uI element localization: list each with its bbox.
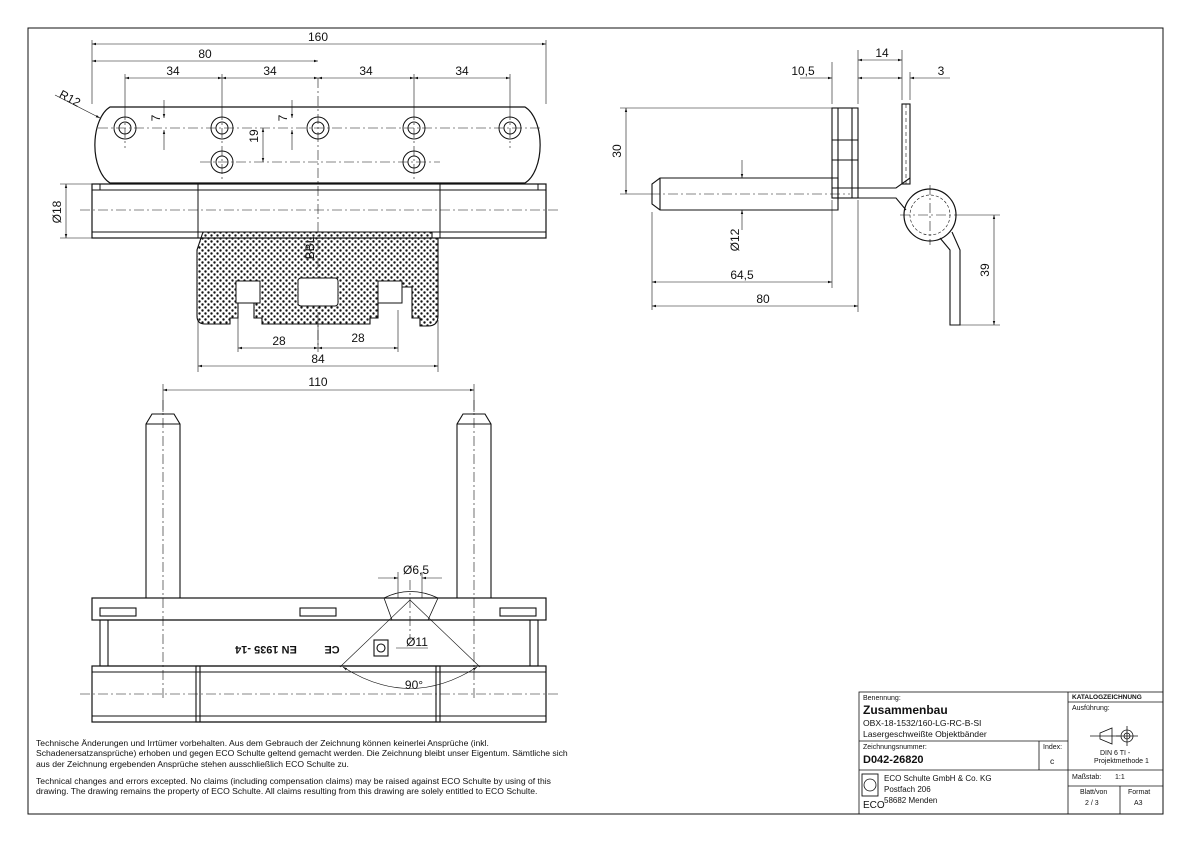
front-view-dimension-labels: 110 Ø6,5 Ø11 90° EN 1935 -14 CE xyxy=(234,375,429,692)
dim-dia-18: Ø18 xyxy=(50,200,64,223)
dim-10-5: 10,5 xyxy=(791,64,815,78)
dim-r12: R12 xyxy=(57,87,83,110)
index-label: Index: xyxy=(1043,744,1063,751)
dim-3: 3 xyxy=(938,64,945,78)
side-view xyxy=(650,103,961,326)
disclaimer-german-text: Technische Änderungen und Irrtümer vorbe… xyxy=(36,738,568,769)
format-label: Format xyxy=(1128,789,1151,796)
dim-80-side: 80 xyxy=(756,292,770,306)
drawing-number: D042-26820 xyxy=(863,754,924,766)
ausfuehrung-label: Ausführung: xyxy=(1072,705,1110,712)
disclaimer-english: Technical changes and errors excepted. N… xyxy=(36,776,576,797)
zeichnungsnummer-label: Zeichnungsnummer: xyxy=(863,744,927,751)
massstab-label: Maßstab: xyxy=(1072,774,1102,781)
disclaimer-english-text: Technical changes and errors excepted. N… xyxy=(36,776,551,797)
benennung-label: Benennung: xyxy=(863,695,901,702)
projection-text-2: Projektmethode 1 xyxy=(1094,758,1149,765)
marking-symbol-icon xyxy=(373,639,389,657)
massstab-value: 1:1 xyxy=(1115,774,1125,781)
drawing-subtitle-1: OBX-18-1532/160-LG-RC-B-SI xyxy=(863,718,982,728)
front-view xyxy=(80,400,560,723)
title-block-frame xyxy=(858,691,1164,815)
drawing-title: Zusammenbau xyxy=(863,703,948,717)
company-street: Postfach 206 xyxy=(884,785,931,794)
dim-dia-11: Ø11 xyxy=(406,635,428,649)
dim-14: 14 xyxy=(875,46,889,60)
dim-34-d: 34 xyxy=(455,64,469,78)
bbl-mark: BBL xyxy=(303,236,317,259)
company-city: 58682 Menden xyxy=(884,796,938,805)
dim-34-b: 34 xyxy=(263,64,277,78)
dim-angle-90: 90° xyxy=(405,678,423,692)
dim-84: 84 xyxy=(311,352,325,366)
blatt-label: Blatt/von xyxy=(1080,789,1108,796)
top-view-dimensions xyxy=(54,40,547,372)
side-view-dimension-labels: 10,5 14 3 30 Ø12 64,5 80 39 xyxy=(610,46,992,306)
drawing-subtitle-2: Lasergeschweißte Objektbänder xyxy=(863,729,987,739)
dim-39: 39 xyxy=(978,263,992,277)
dim-110: 110 xyxy=(308,375,327,389)
dim-80: 80 xyxy=(198,47,212,61)
front-view-dimensions xyxy=(162,384,481,689)
format-value: A3 xyxy=(1134,800,1143,807)
marking-ce: CE xyxy=(324,643,339,655)
dim-160: 160 xyxy=(308,30,328,44)
dim-dia-12: Ø12 xyxy=(728,228,742,251)
mounting-holes xyxy=(113,116,522,174)
dim-64-5: 64,5 xyxy=(730,268,754,282)
dim-dia-6-5: Ø6,5 xyxy=(403,563,429,577)
top-view xyxy=(80,78,560,345)
katalog-label: KATALOGZEICHNUNG xyxy=(1072,694,1142,701)
sheet-border xyxy=(27,27,1164,815)
marking-en-1935: EN 1935 -14 xyxy=(234,643,297,655)
dim-28-right: 28 xyxy=(351,331,365,345)
dim-19: 19 xyxy=(247,129,261,143)
dim-34-c: 34 xyxy=(359,64,373,78)
projection-text-1: DIN 6 TI - xyxy=(1100,750,1131,757)
blatt-value: 2 / 3 xyxy=(1085,800,1099,807)
dim-28-left: 28 xyxy=(272,334,286,348)
disclaimer-german: Technische Änderungen und Irrtümer vorbe… xyxy=(36,738,576,769)
top-view-dimension-labels: 160 80 34 34 34 34 R12 7 19 7 Ø18 BBL 28… xyxy=(50,30,469,366)
dim-7-left: 7 xyxy=(149,114,163,121)
eco-logo-text: ECO xyxy=(863,800,885,811)
company-name: ECO Schulte GmbH & Co. KG xyxy=(884,774,992,783)
dim-7-right: 7 xyxy=(276,114,290,121)
index-value: c xyxy=(1050,756,1055,766)
side-view-dimensions xyxy=(620,50,1000,326)
dim-30: 30 xyxy=(610,144,624,158)
dim-34-a: 34 xyxy=(166,64,180,78)
